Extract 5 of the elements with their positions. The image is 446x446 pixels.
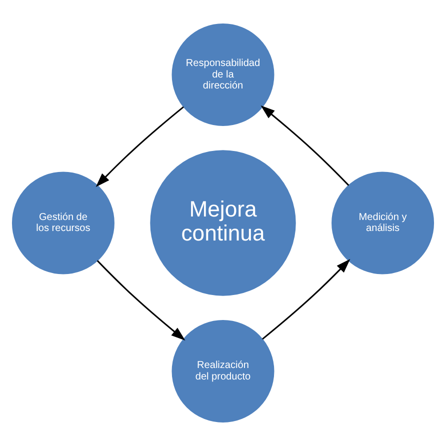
node-circle: Mejora continua [150,150,296,296]
arrow [262,259,350,340]
arrow [260,106,350,186]
arrow [96,106,184,187]
arrow [96,260,186,340]
